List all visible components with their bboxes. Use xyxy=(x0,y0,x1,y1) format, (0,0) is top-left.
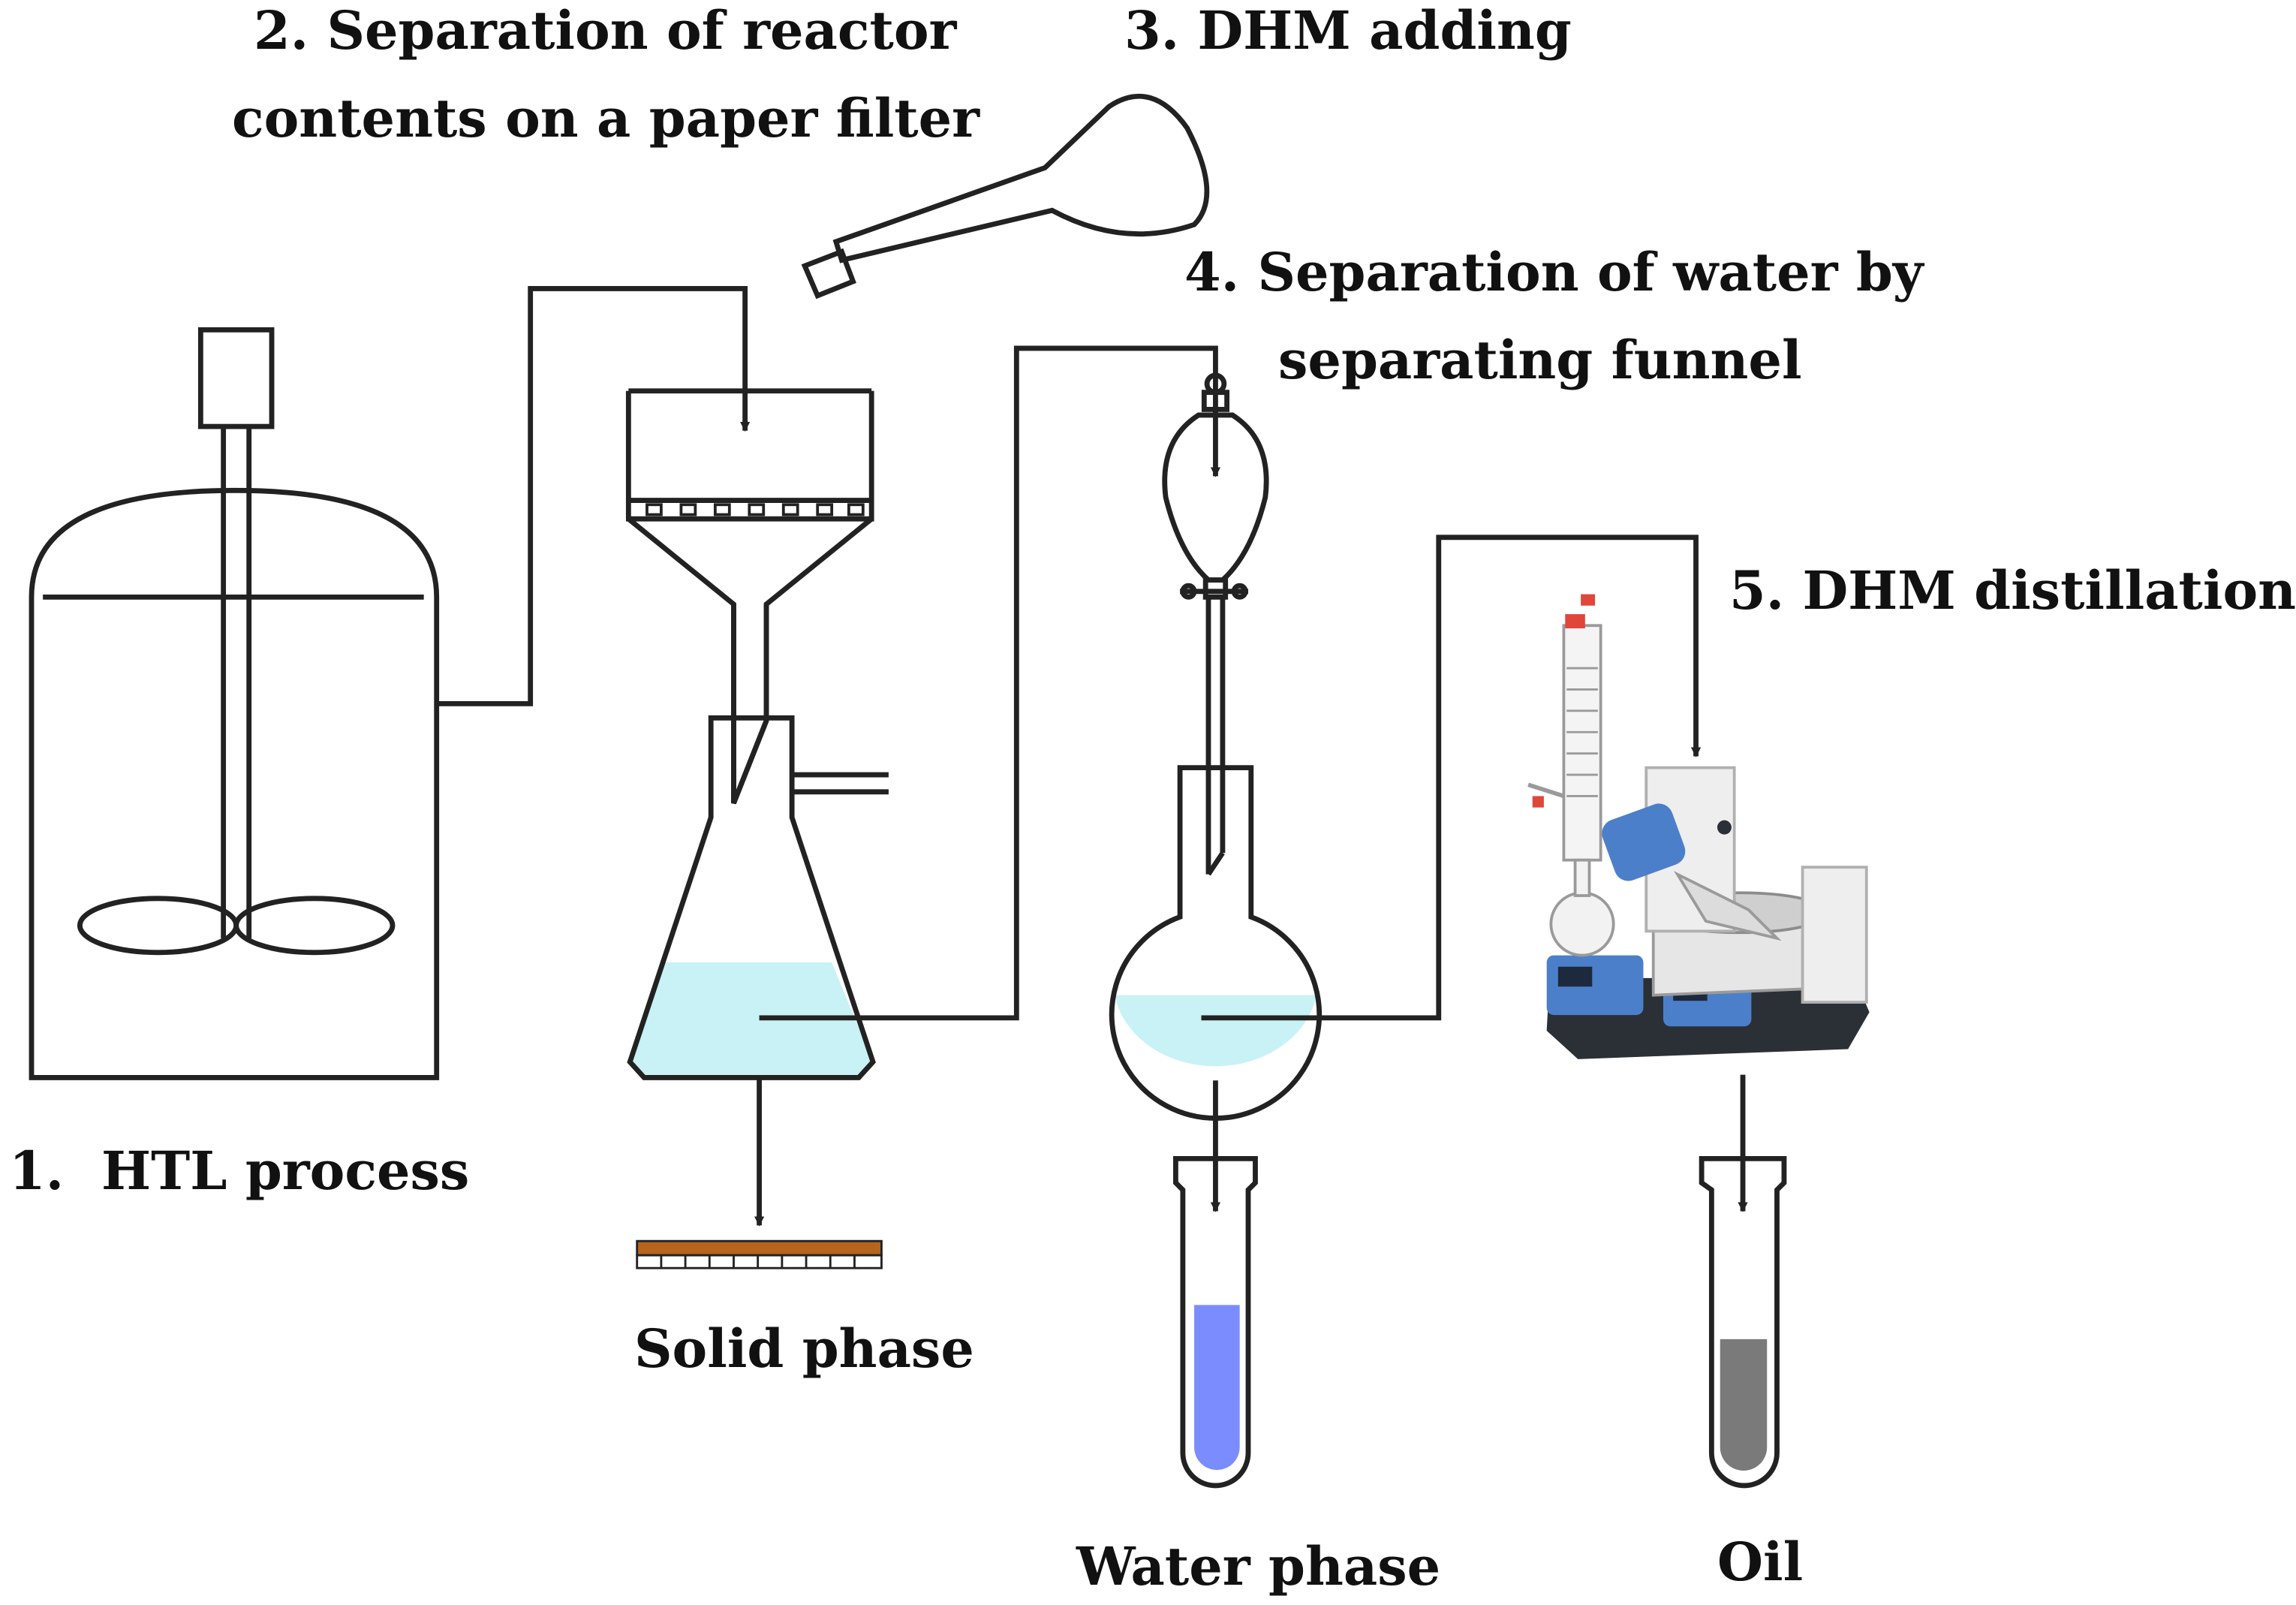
separating-funnel-icon xyxy=(1162,372,1269,876)
oil-label: Oil xyxy=(1717,1531,1804,1593)
reactor-icon xyxy=(29,327,440,1080)
filter-paper-icon xyxy=(636,1239,883,1269)
solid-phase-label: Solid phase xyxy=(634,1317,974,1380)
step1-label: HTL process xyxy=(101,1140,470,1202)
process-diagram xyxy=(29,93,1870,1489)
filter-funnel-icon xyxy=(625,388,874,805)
water-phase-label: Water phase xyxy=(1076,1535,1441,1597)
step5-label: 5. DHM distillation xyxy=(1729,559,2296,622)
rotary-evaporator-icon xyxy=(1527,594,1870,1059)
step2-label-line2: contents on a paper filter xyxy=(232,87,980,149)
water-test-tube-icon xyxy=(1173,1155,1258,1489)
filter-flask-icon xyxy=(627,604,889,1080)
connector-reactor-filter xyxy=(436,286,751,706)
oil-test-tube-icon xyxy=(1699,1155,1787,1489)
step3-label: 3. DHM adding xyxy=(1124,0,1572,62)
step1-number: 1. xyxy=(9,1140,65,1202)
step2-label-line1: 2. Separation of reactor xyxy=(254,0,957,62)
round-bottom-flask-icon xyxy=(1109,765,1323,1121)
dropper-icon xyxy=(801,93,1210,300)
step4-label-line1: 4. Separation of water by xyxy=(1184,241,1924,303)
connector-flask-evaporator xyxy=(1201,534,1702,1021)
step4-label-line2: separating funnel xyxy=(1278,329,1802,391)
